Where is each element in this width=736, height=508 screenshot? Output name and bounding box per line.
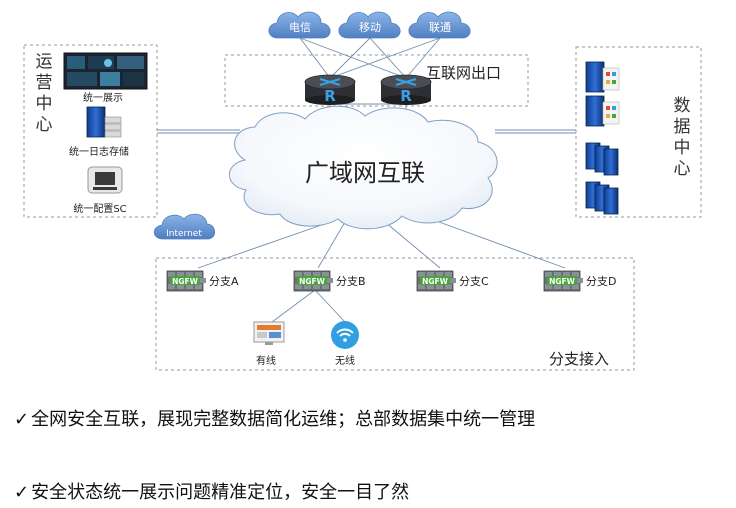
dashboard-screen-icon (63, 52, 148, 90)
check-icon: ✓ (14, 482, 30, 503)
isp-router-links (299, 37, 441, 79)
firewall-label: NGFW (299, 277, 326, 286)
firewall-icon: NGFW (543, 270, 583, 292)
bullet-1: ✓全网安全互联，展现完整数据简化运维；总部数据集中统一管理 (14, 405, 535, 431)
data-center-box (575, 46, 702, 218)
branch-terminal-links (271, 289, 346, 323)
branch-access-box (155, 257, 635, 371)
ops-wan-link (157, 129, 240, 134)
isp-clouds: 电信 移动 联通 (268, 11, 471, 39)
ops-center-content: 统一展示 统一日志存储 统一配置SC (63, 52, 148, 215)
config-laptop-icon (87, 166, 123, 194)
firewall-icon: NGFW (416, 270, 456, 292)
log-storage-icon (86, 106, 122, 138)
internet-cloud-label: Internet (166, 229, 202, 239)
datacenter-wan-link (495, 129, 576, 134)
firewall-label: NGFW (549, 277, 576, 286)
internet-exit-box (224, 54, 529, 107)
terminal-wired-label: 有线 (256, 354, 276, 367)
datacenter-server-icon (585, 142, 619, 176)
firewall-label: NGFW (172, 277, 199, 286)
wan-label: 广域网互联 (305, 159, 425, 187)
bullet-1-text: 全网安全互联，展现完整数据简化运维；总部数据集中统一管理 (31, 409, 536, 430)
data-center-servers (585, 61, 620, 215)
branch-firewalls: NGFW 分支A NGFW 分支B NGFW 分支C NGFW 分支D (166, 270, 616, 292)
data-center-title-text: 数据中心 (673, 96, 691, 179)
ops-item-log-storage: 统一日志存储 (69, 145, 129, 158)
router-letter: R (400, 87, 412, 105)
branch-label-3: 分支C (459, 275, 489, 288)
isp-cloud-3: 联通 (408, 11, 471, 39)
branch-access-label: 分支接入 (549, 350, 609, 368)
wifi-icon (331, 321, 359, 349)
wired-terminal-icon (253, 321, 285, 345)
internet-exit-label: 互联网出口 (426, 64, 501, 82)
isp-label: 电信 (289, 21, 311, 34)
ops-item-display: 统一展示 (83, 91, 123, 104)
wan-cloud (229, 105, 498, 230)
firewall-label: NGFW (422, 277, 449, 286)
isp-cloud-2: 移动 (338, 11, 401, 39)
branch-label-1: 分支A (209, 275, 239, 288)
check-icon: ✓ (14, 409, 30, 430)
datacenter-server-icon (585, 181, 619, 215)
wan-branch-links (197, 214, 566, 269)
bullet-2-text: 安全状态统一展示问题精准定位，安全一目了然 (31, 482, 410, 503)
ops-center-box (23, 44, 158, 218)
branch-label-2: 分支B (336, 275, 366, 288)
datacenter-server-icon (585, 61, 620, 93)
isp-label: 移动 (359, 21, 381, 34)
isp-label: 联通 (429, 21, 451, 34)
firewall-icon: NGFW (293, 270, 333, 292)
internet-cloud: Internet (153, 213, 216, 240)
terminal-wireless-label: 无线 (335, 354, 355, 367)
isp-cloud-1: 电信 (268, 11, 331, 39)
branch-label-4: 分支D (586, 275, 616, 288)
router-icon: R (304, 74, 356, 105)
router-letter: R (324, 87, 336, 105)
ops-item-config: 统一配置SC (73, 202, 126, 215)
datacenter-server-icon (585, 95, 620, 127)
ops-center-title-text: 运营中心 (35, 52, 53, 135)
data-center-title: 数据中心 (672, 96, 692, 180)
router-icon: R (380, 74, 432, 105)
bullet-2: ✓安全状态统一展示问题精准定位，安全一目了然 (14, 478, 409, 504)
firewall-icon: NGFW (166, 270, 206, 292)
ops-center-title: 运营中心 (34, 52, 54, 136)
